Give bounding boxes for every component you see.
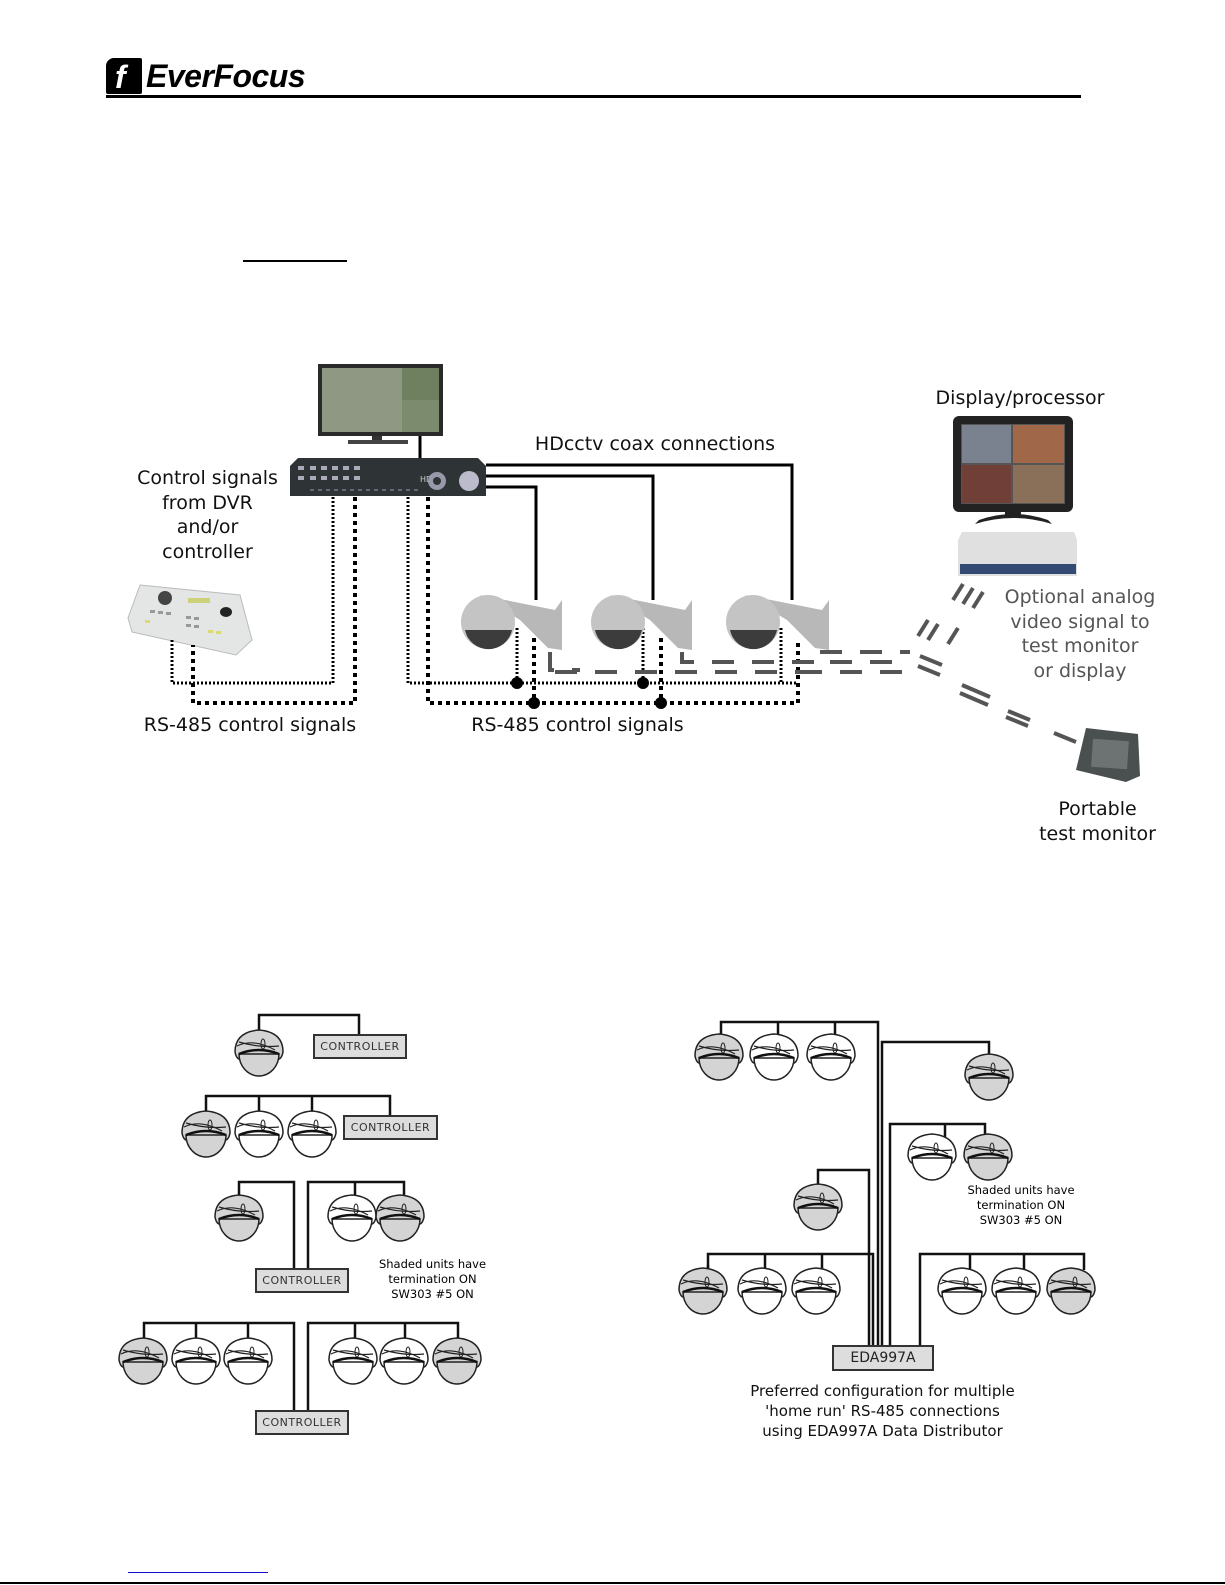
dome-camera bbox=[379, 1337, 429, 1385]
dome-camera-shaded bbox=[793, 1183, 843, 1231]
controller-box-2: CONTROLLER bbox=[343, 1115, 438, 1140]
ptz-camera-2 bbox=[591, 595, 692, 650]
label-display-processor: Display/processor bbox=[935, 387, 1105, 409]
dome-camera bbox=[327, 1194, 377, 1242]
wire bbox=[816, 1168, 871, 1345]
dome-camera-shaded bbox=[118, 1337, 168, 1385]
dome-camera-shaded bbox=[375, 1194, 425, 1242]
footer-link-underline[interactable] bbox=[128, 1572, 268, 1573]
ptz-camera-3 bbox=[726, 595, 829, 650]
logo-mark-icon: f bbox=[106, 58, 142, 94]
left-termination-note: Shaded units have termination ON SW303 #… bbox=[378, 1257, 487, 1301]
right-termination-note: Shaded units have termination ON SW303 #… bbox=[967, 1183, 1075, 1227]
display-monitor bbox=[953, 416, 1073, 524]
section-underline bbox=[243, 260, 347, 262]
dome-camera-shaded bbox=[214, 1194, 264, 1242]
label-rs485-left: RS-485 control signals bbox=[143, 714, 357, 736]
wire bbox=[706, 1252, 875, 1345]
dome-camera bbox=[991, 1267, 1041, 1315]
wire bbox=[880, 1040, 991, 1345]
ptz-camera-1 bbox=[461, 595, 562, 650]
keyboard-controller bbox=[127, 584, 253, 656]
wire bbox=[204, 1094, 392, 1115]
dome-camera-shaded bbox=[1046, 1267, 1096, 1315]
analog-video-lines bbox=[548, 582, 1077, 744]
controller-box-3: CONTROLLER bbox=[255, 1268, 349, 1293]
dome-camera bbox=[907, 1133, 957, 1181]
dome-camera-shaded bbox=[694, 1033, 744, 1081]
label-rs485-center: RS-485 control signals bbox=[471, 714, 684, 736]
dome-camera-shaded bbox=[181, 1110, 231, 1158]
header-rule bbox=[106, 95, 1081, 98]
label-optional-analog: Optional analog video signal to test mon… bbox=[1004, 586, 1156, 682]
dome-camera bbox=[937, 1267, 987, 1315]
dome-camera-shaded bbox=[678, 1267, 728, 1315]
dome-camera-shaded bbox=[432, 1337, 482, 1385]
wire bbox=[918, 1252, 1086, 1345]
dome-camera bbox=[737, 1267, 787, 1315]
footer-rule bbox=[0, 1582, 1225, 1584]
dome-camera bbox=[328, 1337, 378, 1385]
controller-box-1: CONTROLLER bbox=[313, 1034, 407, 1059]
dome-camera bbox=[287, 1110, 337, 1158]
wire bbox=[237, 1180, 296, 1268]
coax-lines bbox=[486, 463, 794, 600]
brand-name: EverFocus bbox=[146, 57, 306, 94]
dvr-unit: HD bbox=[290, 458, 486, 496]
svg-text:HD: HD bbox=[420, 475, 432, 484]
eda-caption: Preferred configuration for multiple 'ho… bbox=[750, 1382, 1015, 1440]
label-coax-connections: HDcctv coax connections bbox=[534, 433, 776, 455]
dome-camera bbox=[171, 1337, 221, 1385]
wire bbox=[719, 1020, 880, 1345]
dome-camera bbox=[234, 1110, 284, 1158]
dvr-monitor bbox=[318, 364, 443, 460]
processor-box bbox=[958, 532, 1077, 576]
rs485-lines bbox=[170, 497, 800, 705]
label-control-signals: Control signals from DVR and/or controll… bbox=[137, 467, 278, 563]
dome-camera bbox=[749, 1033, 799, 1081]
dome-camera bbox=[806, 1033, 856, 1081]
portable-test-monitor bbox=[1076, 728, 1140, 782]
wire bbox=[257, 1013, 361, 1034]
wire bbox=[888, 1122, 987, 1345]
wire bbox=[142, 1321, 296, 1410]
rs485-junctions bbox=[511, 677, 667, 709]
dome-camera bbox=[223, 1337, 273, 1385]
label-portable-monitor: Portable test monitor bbox=[1039, 798, 1156, 845]
eda997a-box: EDA997A bbox=[832, 1345, 934, 1371]
dome-camera-shaded bbox=[234, 1029, 284, 1077]
dome-camera-shaded bbox=[963, 1133, 1013, 1181]
wire bbox=[306, 1321, 460, 1410]
everfocus-logo: f EverFocus bbox=[106, 56, 306, 96]
dome-camera bbox=[791, 1267, 841, 1315]
dome-camera-shaded bbox=[964, 1053, 1014, 1101]
controller-box-4: CONTROLLER bbox=[255, 1410, 349, 1435]
